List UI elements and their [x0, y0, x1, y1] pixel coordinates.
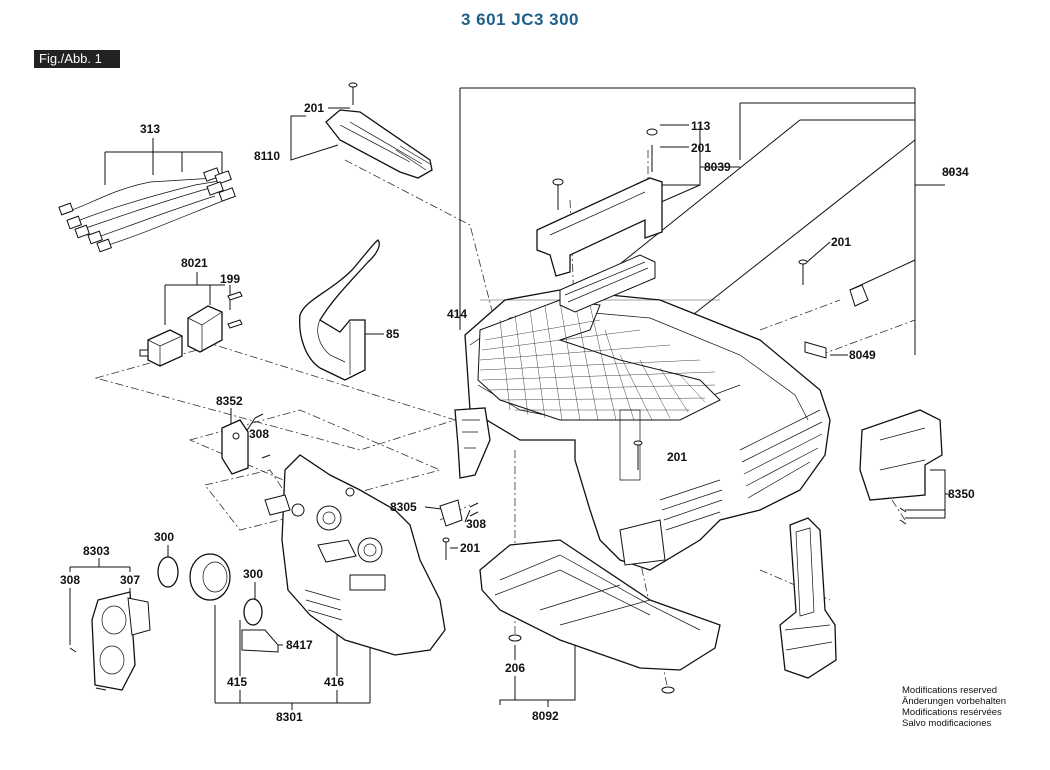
- sticker-8417: [241, 629, 279, 653]
- label-8021: 8021: [181, 256, 208, 270]
- cable-hook-85: [299, 239, 380, 381]
- label-416: 416: [324, 675, 344, 689]
- label-415: 415: [227, 675, 247, 689]
- part-8305: [439, 499, 479, 560]
- label-300-a: 300: [154, 530, 174, 544]
- knob-300: [157, 553, 263, 626]
- note-line: Modifications resérvées: [902, 707, 1002, 718]
- label-308-a: 308: [249, 427, 269, 441]
- switch-8021: [139, 291, 243, 367]
- label-8049: 8049: [849, 348, 876, 362]
- label-201-handle: 201: [691, 141, 711, 155]
- label-308-b: 308: [466, 517, 486, 531]
- label-201-top: 201: [304, 101, 324, 115]
- label-113: 113: [691, 119, 711, 133]
- label-206: 206: [505, 661, 525, 675]
- label-8417: 8417: [286, 638, 313, 652]
- label-8092: 8092: [532, 709, 559, 723]
- label-8305: 8305: [390, 500, 417, 514]
- label-201-center: 201: [667, 450, 687, 464]
- label-313: 313: [140, 122, 160, 136]
- label-300-b: 300: [243, 567, 263, 581]
- note-line: Modifications reserved: [902, 685, 998, 696]
- label-8110: 8110: [254, 149, 280, 163]
- modification-notes: Modifications reserved Änderungen vorbeh…: [902, 685, 1006, 729]
- bracket-8352: [221, 413, 271, 475]
- carry-handle: [779, 517, 837, 679]
- label-8039: 8039: [704, 160, 731, 174]
- label-414: 414: [447, 307, 467, 321]
- label-8303: 8303: [83, 544, 110, 558]
- label-85: 85: [386, 327, 400, 341]
- wire-harness-313: [58, 167, 236, 253]
- label-8352: 8352: [216, 394, 243, 408]
- housing-grid: [477, 299, 721, 421]
- figure-tag: Fig./Abb. 1: [34, 50, 120, 68]
- handle-8039: [536, 128, 663, 313]
- part-labels: 313 8021 199 201 8110 85 414 113 201 803…: [60, 101, 975, 724]
- main-housing-8034: [454, 259, 869, 571]
- label-8301: 8301: [276, 710, 303, 724]
- label-201-right: 201: [831, 235, 851, 249]
- label-308-c: 308: [60, 573, 80, 587]
- note-line: Änderungen vorbehalten: [902, 696, 1007, 707]
- label-201-lower: 201: [460, 541, 480, 555]
- side-intake-8350: [859, 409, 943, 525]
- label-8350: 8350: [948, 487, 975, 501]
- base-tray-8092: [479, 539, 721, 694]
- grip-8110: [325, 82, 433, 179]
- label-199: 199: [220, 272, 240, 286]
- note-line: Salvo modificaciones: [902, 718, 992, 729]
- label-307: 307: [120, 573, 140, 587]
- label-8034: 8034: [942, 165, 969, 179]
- front-panel-416: [264, 454, 446, 656]
- socket-8303: [69, 591, 151, 691]
- diagram-title: 3 601 JC3 300: [460, 10, 580, 29]
